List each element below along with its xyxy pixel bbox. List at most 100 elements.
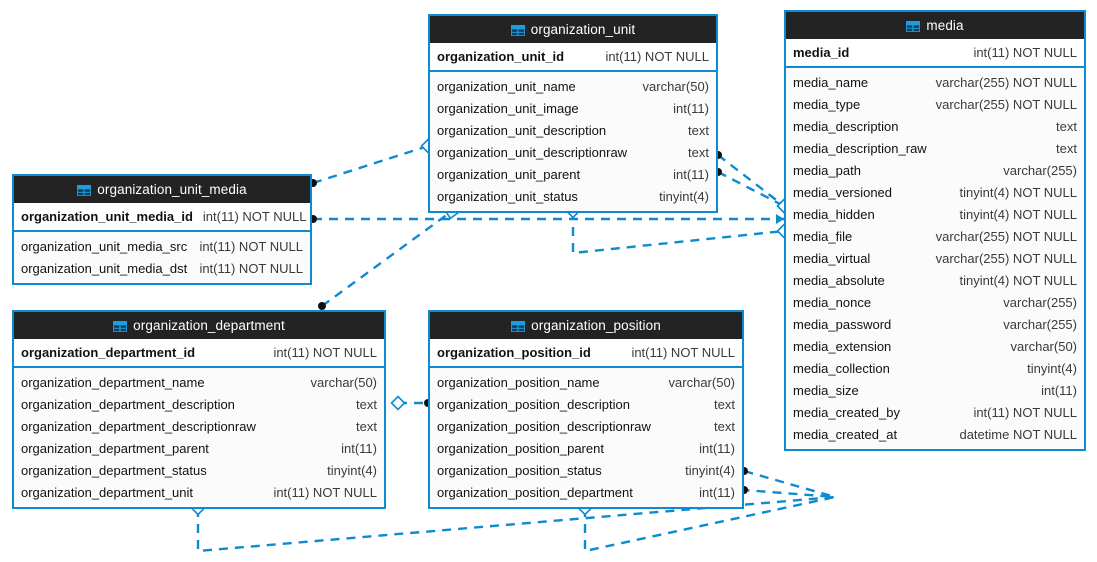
field-row[interactable]: organization_unit_parent int(11) [430,163,716,185]
field-type: int(11) NOT NULL [199,260,303,276]
field-name: organization_department_id [21,345,196,360]
field-name: organization_unit_description [437,122,607,138]
relationship-rel-unit-to-media-image[interactable] [714,151,792,214]
field-type: text [688,122,709,138]
field-type: int(11) [341,440,377,456]
field-type: text [714,418,735,434]
field-name: organization_unit_media_id [21,209,193,224]
field-name: organization_position_descriptionraw [437,418,651,434]
field-name: organization_department_descriptionraw [21,418,256,434]
field-type: tinyint(4) [685,462,735,478]
entity-title: organization_unit_media [97,182,247,197]
field-row[interactable]: organization_position_parent int(11) [430,437,742,459]
relationship-rel-department-to-unit[interactable] [318,202,461,310]
field-row[interactable]: organization_unit_description text [430,119,716,141]
field-type: varchar(255) [1003,162,1077,178]
relationship-rel-department-to-position[interactable] [390,395,433,411]
field-name: media_created_by [793,404,900,420]
entity-header-media[interactable]: media [786,12,1084,39]
entity-header-organization_position[interactable]: organization_position [430,312,742,339]
field-type: varchar(255) NOT NULL [935,74,1077,90]
table-icon [511,320,526,332]
field-row[interactable]: organization_department_parent int(11) [14,437,384,459]
field-name: organization_position_description [437,396,630,412]
field-name: organization_unit_parent [437,166,581,182]
relationship-rel-unitmedia-to-media[interactable] [309,214,784,224]
entity-title: organization_unit [530,22,636,37]
field-name: organization_position_status [437,462,602,478]
relationship-line [321,210,453,307]
entity-header-organization_unit[interactable]: organization_unit [430,16,716,43]
field-type: int(11) [699,440,735,456]
field-type: int(11) [673,166,709,182]
field-name: organization_unit_image [437,100,579,116]
field-name: organization_department_name [21,374,205,390]
entity-header-organization_unit_media[interactable]: organization_unit_media [14,176,310,203]
relationship-source-marker [390,395,406,411]
field-name: organization_unit_media_src [21,238,188,254]
entity-organization_department[interactable]: organization_department organization_depa… [12,310,386,509]
field-type: tinyint(4) NOT NULL [959,272,1077,288]
field-row[interactable]: organization_position_descriptionraw text [430,415,742,437]
entity-header-organization_department[interactable]: organization_department [14,312,384,339]
field-row[interactable]: organization_position_status tinyint(4) [430,459,742,481]
relationship-rel-unit-to-media-parent[interactable] [714,168,792,214]
field-type: varchar(50) [1010,338,1077,354]
entity-title: organization_department [133,318,285,333]
relationship-line [571,211,785,255]
table-icon [77,184,92,196]
field-name: organization_department_parent [21,440,209,456]
primary-key-row[interactable]: organization_unit_media_id int(11) NOT NU… [14,203,310,232]
entity-organization_unit_media[interactable]: organization_unit_media organization_unit… [12,174,312,285]
field-name: organization_position_parent [437,440,604,456]
entity-title: organization_position [531,318,661,333]
table-icon [113,320,128,332]
field-type: int(11) [1041,382,1077,398]
entity-title: media [926,18,964,33]
entity-organization_position[interactable]: organization_position organization_positi… [428,310,744,509]
relationship-source-marker [318,302,326,310]
relationship-rel-unitmedia-to-unit[interactable] [309,138,436,188]
field-type: int(11) NOT NULL [202,209,307,224]
field-type: text [356,396,377,412]
